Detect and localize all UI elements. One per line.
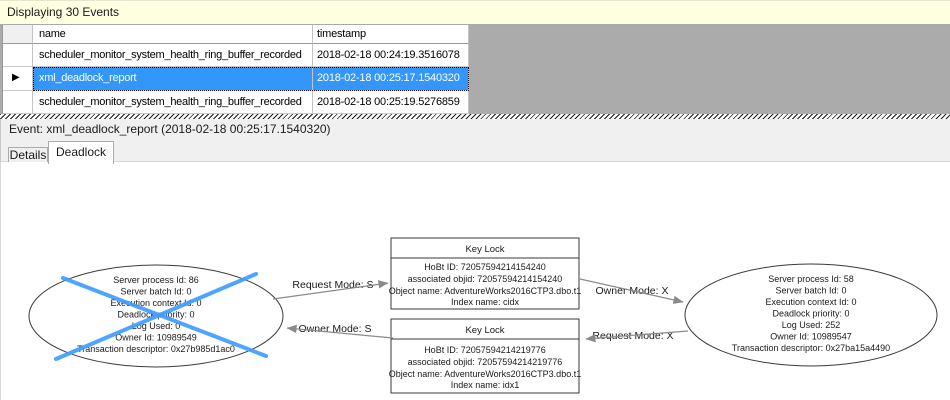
row-selector-current[interactable]: ▶ [3, 67, 33, 91]
resource-line: Index name: cidx [451, 297, 520, 307]
resource-line: Index name: idx1 [451, 380, 520, 390]
detail-tabstrip: Details Deadlock [0, 140, 950, 164]
row-selector[interactable] [3, 91, 33, 114]
cell-name[interactable]: scheduler_monitor_system_health_ring_buf… [33, 44, 313, 67]
edge-label-request-x: Request Mode: X [592, 330, 673, 342]
current-row-arrow-icon: ▶ [12, 72, 20, 83]
cell-name[interactable]: scheduler_monitor_system_health_ring_buf… [33, 91, 313, 114]
cell-name[interactable]: xml_deadlock_report [33, 67, 313, 91]
row-selector[interactable] [3, 44, 33, 67]
cell-timestamp[interactable]: 2018-02-18 00:25:17.1540320 [313, 67, 469, 91]
victim-line: Server process Id: 86 [113, 275, 199, 285]
edge-other-requests-bottom-lock [585, 330, 689, 343]
edge-top-lock-owned-by-other [579, 278, 684, 305]
resource-line: associated objid: 72057594214219776 [408, 357, 563, 367]
process-node-other[interactable]: Server process Id: 58 Server batch Id: 0… [684, 263, 938, 367]
process-line: Execution context Id: 0 [765, 297, 856, 307]
resource-line: Object name: AdventureWorks2016CTP3.dbo.… [389, 286, 581, 296]
edge-bottom-lock-owned-by-victim [286, 324, 394, 339]
cell-timestamp[interactable]: 2018-02-18 00:24:19.3516078 [313, 44, 469, 67]
resource-title: Key Lock [465, 244, 504, 255]
victim-line: Execution context Id: 0 [110, 298, 201, 308]
resource-node-keylock-top[interactable]: Key Lock HoBt ID: 72057594214154240 asso… [389, 237, 581, 310]
deadlock-graph-panel: Server process Id: 86 Server batch Id: 0… [0, 162, 950, 400]
table-row[interactable]: scheduler_monitor_system_health_ring_buf… [3, 91, 469, 114]
edge-victim-requests-top-lock [272, 280, 389, 300]
resource-line: HoBt ID: 72057594214219776 [424, 345, 546, 355]
events-count-bar: Displaying 30 Events [0, 0, 950, 25]
process-line: Transaction descriptor: 0x27ba15a4490 [732, 343, 890, 353]
resource-title: Key Lock [465, 325, 504, 336]
resource-line: associated objid: 72057594214154240 [408, 274, 563, 284]
tab-deadlock[interactable]: Deadlock [48, 141, 114, 164]
row-cells[interactable]: scheduler_monitor_system_health_ring_buf… [33, 44, 469, 67]
process-line: Deadlock priority: 0 [772, 309, 849, 319]
process-line: Server batch Id: 0 [775, 286, 846, 296]
selected-event-text: Event: xml_deadlock_report (2018-02-18 0… [9, 122, 331, 136]
tab-details[interactable]: Details [8, 147, 48, 162]
resource-node-keylock-bottom[interactable]: Key Lock HoBt ID: 72057594214219776 asso… [389, 318, 581, 394]
pane-splitter[interactable] [0, 114, 950, 119]
column-header-name[interactable]: name [33, 25, 313, 44]
row-cells[interactable]: xml_deadlock_report 2018-02-18 00:25:17.… [33, 67, 469, 91]
process-line: Server process Id: 58 [768, 274, 854, 284]
row-selector-header[interactable] [3, 25, 33, 44]
cell-timestamp[interactable]: 2018-02-18 00:25:19.5276859 [313, 91, 469, 114]
victim-line: Owner Id: 10989549 [115, 333, 197, 343]
column-header-timestamp[interactable]: timestamp [313, 25, 469, 44]
deadlock-graph: Server process Id: 86 Server batch Id: 0… [28, 237, 938, 394]
victim-line: Server batch Id: 0 [120, 287, 191, 297]
events-count-text: Displaying 30 Events [7, 5, 120, 19]
events-grid-zone: name timestamp scheduler_monitor_system_… [0, 25, 950, 114]
row-cells[interactable]: scheduler_monitor_system_health_ring_buf… [33, 91, 469, 114]
grid-header-row: name timestamp [3, 25, 469, 44]
table-row-selected[interactable]: ▶ xml_deadlock_report 2018-02-18 00:25:1… [3, 67, 469, 91]
edge-label-owner-s: Owner Mode: S [299, 323, 372, 335]
process-line: Owner Id: 10989547 [770, 332, 852, 342]
selected-event-bar: Event: xml_deadlock_report (2018-02-18 0… [0, 119, 950, 140]
process-line: Log Used: 252 [782, 320, 841, 330]
victim-line: Transaction descriptor: 0x27b985d1ac0 [77, 344, 235, 354]
edge-label-request-s: Request Mode: S [292, 279, 373, 291]
resource-line: HoBt ID: 72057594214154240 [424, 262, 546, 272]
victim-line: Log Used: 0 [132, 321, 181, 331]
table-row[interactable]: scheduler_monitor_system_health_ring_buf… [3, 44, 469, 67]
deadlock-victim-cross-icon [54, 272, 268, 361]
events-grid: name timestamp scheduler_monitor_system_… [2, 25, 469, 114]
resource-line: Object name: AdventureWorks2016CTP3.dbo.… [389, 369, 581, 379]
